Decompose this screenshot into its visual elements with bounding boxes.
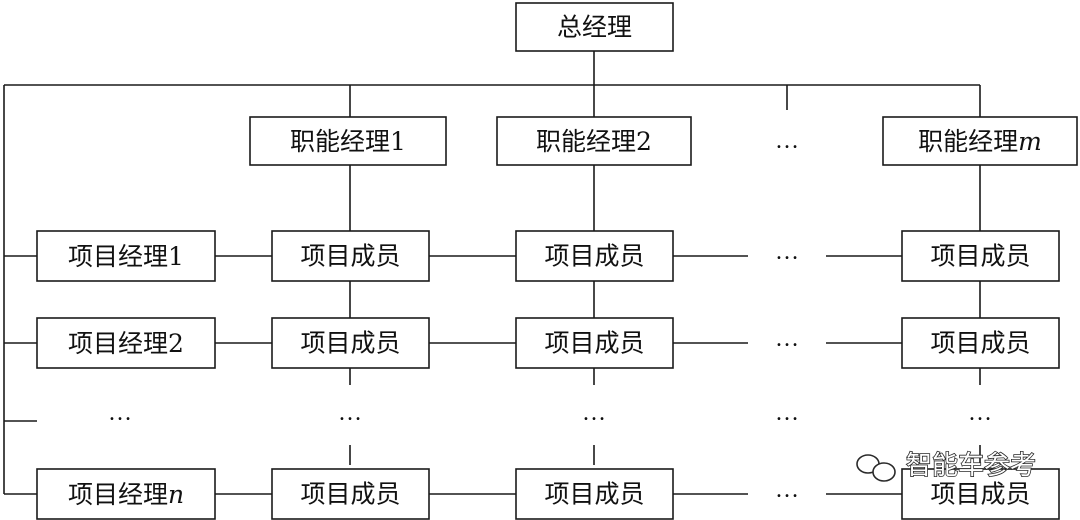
- row-ellipsis: …: [582, 400, 606, 426]
- project-member-label: 项目成员: [544, 242, 644, 271]
- member-ellipsis: …: [775, 326, 799, 352]
- project-row-1: 项目经理1 项目成员 项目成员 … 项目成员: [36, 230, 1060, 282]
- ellipsis-row: … … … … …: [108, 400, 992, 426]
- functional-manager-node-1: 职能经理1: [249, 116, 447, 166]
- functional-manager-node-2: 职能经理2: [496, 116, 692, 166]
- project-member-label: 项目成员: [930, 242, 1030, 271]
- project-member-label: 项目成员: [544, 480, 644, 509]
- project-row-2: 项目经理2 项目成员 项目成员 … 项目成员: [36, 317, 1060, 369]
- watermark-text: 智能车参考: [906, 451, 1036, 481]
- functional-manager-label: 职能经理1: [290, 127, 406, 156]
- general-manager-node: 总经理: [515, 2, 674, 52]
- project-member-node: 项目成员: [515, 317, 674, 369]
- project-member-node: 项目成员: [271, 317, 430, 369]
- project-member-node: 项目成员: [901, 230, 1060, 282]
- project-member-node: 项目成员: [901, 317, 1060, 369]
- watermark: 智能车参考: [856, 450, 1037, 482]
- project-manager-node-1: 项目经理1: [36, 230, 216, 282]
- row-ellipsis: …: [108, 400, 132, 426]
- wechat-icon: [856, 454, 896, 482]
- functional-manager-ellipsis: …: [775, 128, 799, 154]
- project-member-label: 项目成员: [300, 480, 400, 509]
- row-ellipsis: …: [775, 400, 799, 426]
- project-member-node: 项目成员: [271, 468, 430, 520]
- project-manager-label: 项目经理1: [68, 242, 184, 271]
- project-member-node: 项目成员: [515, 230, 674, 282]
- row-ellipsis: …: [968, 400, 992, 426]
- project-member-node: 项目成员: [271, 230, 430, 282]
- project-member-label: 项目成员: [300, 242, 400, 271]
- project-row-n: 项目经理n 项目成员 项目成员 … 项目成员: [36, 468, 1060, 520]
- functional-manager-label: 职能经理2: [536, 127, 652, 156]
- functional-manager-label: 职能经理m: [918, 127, 1042, 156]
- project-manager-node-n: 项目经理n: [36, 468, 216, 520]
- row-ellipsis: …: [338, 400, 362, 426]
- project-member-label: 项目成员: [544, 329, 644, 358]
- member-ellipsis: …: [775, 239, 799, 265]
- project-member-label: 项目成员: [930, 329, 1030, 358]
- project-manager-node-2: 项目经理2: [36, 317, 216, 369]
- project-member-label: 项目成员: [300, 329, 400, 358]
- project-manager-label: 项目经理2: [68, 329, 184, 358]
- member-ellipsis: …: [775, 477, 799, 503]
- functional-manager-node-m: 职能经理m: [882, 116, 1078, 166]
- project-manager-label: 项目经理n: [68, 480, 184, 509]
- project-member-label: 项目成员: [930, 480, 1030, 509]
- project-member-node: 项目成员: [515, 468, 674, 520]
- connectors: [3, 51, 981, 495]
- project-member-node: 项目成员: [901, 468, 1060, 520]
- general-manager-label: 总经理: [557, 13, 632, 42]
